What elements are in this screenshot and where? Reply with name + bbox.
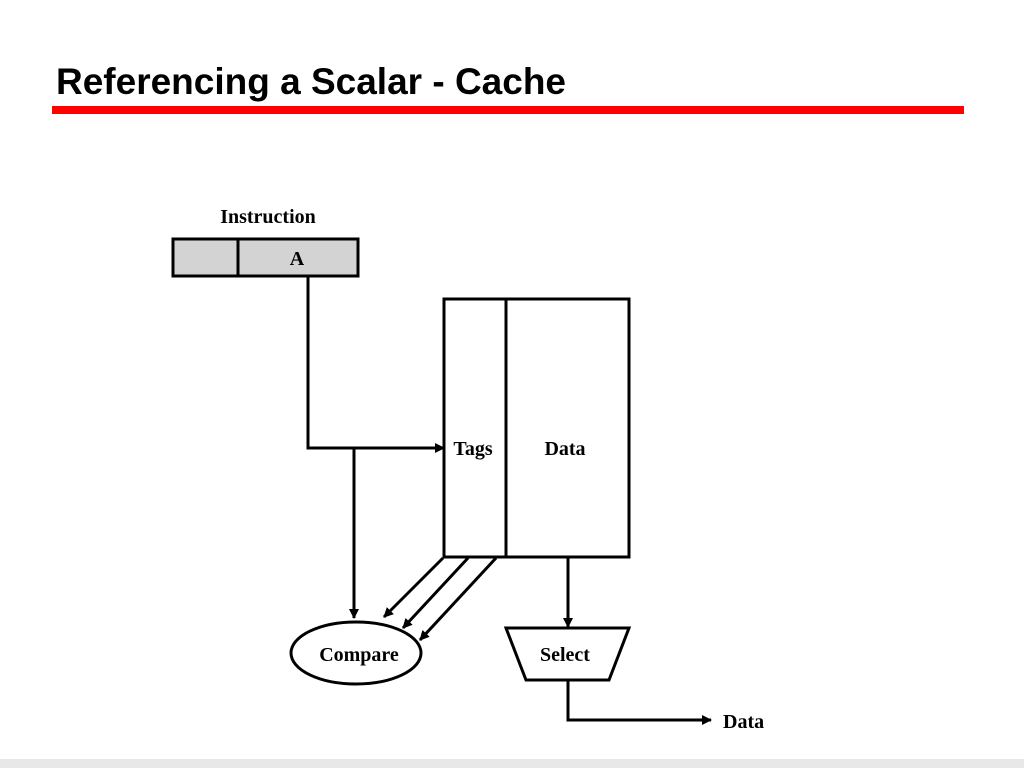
compare-label: Compare xyxy=(319,644,399,666)
instruction-register xyxy=(171,237,360,278)
bottom-bar xyxy=(0,759,1024,768)
cache-memory xyxy=(442,297,631,559)
compare-node xyxy=(289,620,423,686)
instruction-label: Instruction xyxy=(220,206,316,228)
address-field-label: A xyxy=(290,248,305,270)
tag-to-compare-arrow-1 xyxy=(382,556,445,619)
title-rule xyxy=(52,106,964,114)
select-node xyxy=(503,626,632,682)
output-data-label: Data xyxy=(723,711,764,733)
address-to-tags-arrow xyxy=(306,276,445,453)
slide-title: Referencing a Scalar - Cache xyxy=(56,61,566,102)
select-output-arrow xyxy=(566,680,712,725)
tag-to-compare-arrow-3 xyxy=(418,556,498,642)
data-column-label: Data xyxy=(544,438,585,460)
tags-column-label: Tags xyxy=(453,438,493,460)
tag-to-compare-arrow-2 xyxy=(401,556,470,630)
select-label: Select xyxy=(540,644,590,666)
